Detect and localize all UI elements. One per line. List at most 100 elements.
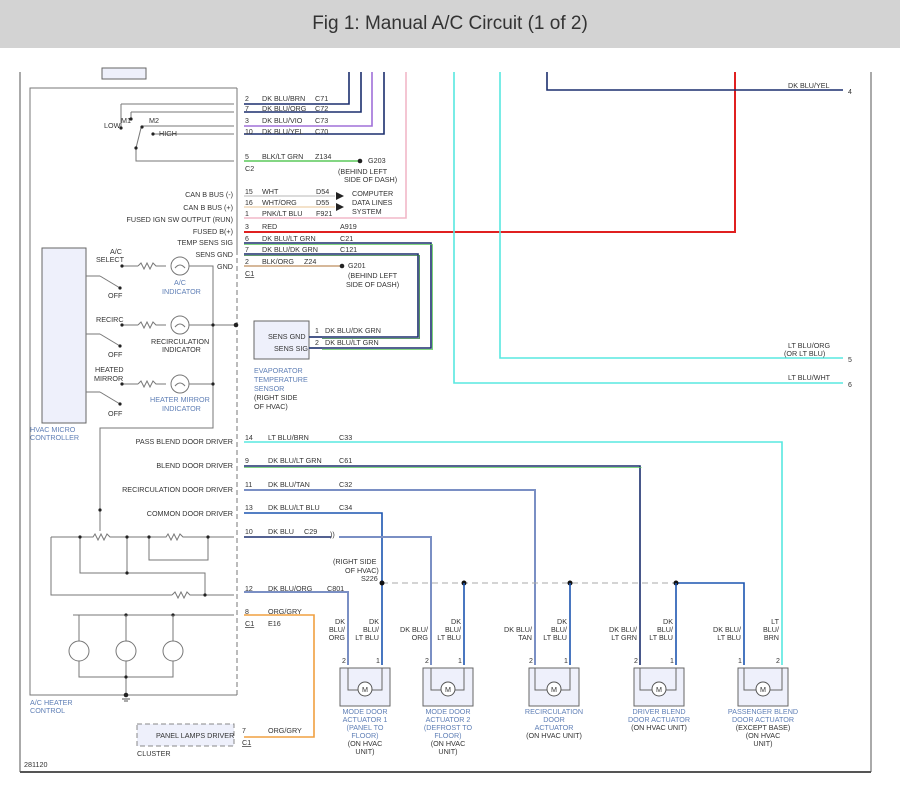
- svg-text:A919: A919: [340, 222, 357, 231]
- svg-text:13: 13: [245, 505, 253, 512]
- svg-text:DK BLU/ORG: DK BLU/ORG: [262, 104, 307, 113]
- actuator-location: UNIT): [355, 747, 374, 756]
- evap-loc-1: (RIGHT SIDE: [254, 393, 298, 402]
- c1-function-labels: CAN B BUS (-) CAN B BUS (+) FUSED IGN SW…: [127, 190, 234, 271]
- s226-loc-2: OF HVAC): [345, 566, 379, 575]
- svg-text:C34: C34: [339, 503, 352, 512]
- actuator-wire-label: ORG: [329, 633, 346, 642]
- actuator-wire-label: LT BLU: [649, 633, 673, 642]
- g201-loc-2: SIDE OF DASH): [346, 280, 399, 289]
- offpage-6-wire: LT BLU/WHT: [788, 373, 831, 382]
- actuator-name: (DEFROST TO: [424, 723, 473, 732]
- offpage-6-ref: 6: [848, 382, 852, 389]
- ac-off-label: OFF: [108, 291, 123, 300]
- panel-lamps-driver-label: PANEL LAMPS DRIVER: [156, 731, 234, 740]
- actuator-wire-label: DK: [451, 617, 461, 626]
- recirc-select-label: RECIRC: [96, 315, 124, 324]
- offpage-5-ref: 5: [848, 357, 852, 364]
- evap-name-3: SENSOR: [254, 384, 284, 393]
- svg-text:11: 11: [245, 482, 252, 489]
- d54-arrow-icon: [336, 192, 344, 200]
- ac-select-label-1: A/C: [110, 247, 122, 256]
- lamp-ground-icon: [122, 675, 130, 702]
- data-lines-label-3: SYSTEM: [352, 207, 382, 216]
- actuator-location: (ON HVAC UNIT): [526, 731, 582, 740]
- svg-text:DK BLU/LT BLU: DK BLU/LT BLU: [268, 503, 320, 512]
- svg-text:5: 5: [245, 154, 249, 161]
- top-component-stub: [101, 67, 147, 80]
- svg-text:TEMP SENS SIG: TEMP SENS SIG: [177, 238, 233, 247]
- svg-text:DK BLU/DK GRN: DK BLU/DK GRN: [325, 326, 381, 335]
- actuator-wire-label: DK BLU/: [713, 625, 741, 634]
- svg-text:10: 10: [245, 529, 253, 536]
- hvac-controller-label-1: HVAC MICRO: [30, 425, 76, 434]
- switch-contacts: [119, 117, 155, 150]
- actuator-wire-label: TAN: [518, 633, 532, 642]
- svg-text:D54: D54: [316, 187, 329, 196]
- instrument-cluster: [136, 723, 235, 747]
- c1-wires: [244, 72, 736, 349]
- svg-text:PASS BLEND DOOR DRIVER: PASS BLEND DOOR DRIVER: [136, 437, 233, 446]
- c1-pin-labels: 15 WHT D54 16 WHT/ORG D55 1 PNK/LT BLU F…: [245, 187, 357, 278]
- actuator-location: (ON HVAC: [348, 739, 383, 748]
- evap-sens-sig-label: SENS SIG: [274, 344, 308, 353]
- svg-text:15: 15: [245, 189, 253, 196]
- svg-text:C801: C801: [327, 584, 344, 593]
- resistor-network: [50, 505, 234, 616]
- actuator-pin: 2: [776, 658, 780, 665]
- svg-text:1: 1: [315, 328, 319, 335]
- actuator-wire-label: DK BLU/: [400, 625, 428, 634]
- recirc-indicator-label-1: RECIRCULATION: [151, 337, 209, 346]
- svg-text:7: 7: [245, 247, 249, 254]
- actuator-location: UNIT): [438, 747, 457, 756]
- actuator-pin: 2: [425, 658, 429, 665]
- svg-text:ORG/GRY: ORG/GRY: [268, 607, 302, 616]
- data-lines-label-2: DATA LINES: [352, 198, 393, 207]
- actuator-pin: 1: [670, 658, 674, 665]
- svg-text:DK BLU/YEL: DK BLU/YEL: [262, 127, 304, 136]
- svg-text:DK BLU/VIO: DK BLU/VIO: [262, 116, 303, 125]
- actuator-name: DRIVER BLEND: [632, 707, 685, 716]
- g203-ground-icon: [357, 158, 363, 164]
- svg-text:C33: C33: [339, 433, 352, 442]
- actuator-pin: 1: [458, 658, 462, 665]
- indicator-lamps: [170, 256, 213, 394]
- switch-m2-label: M2: [149, 116, 159, 125]
- ac-select-label-2: SELECT: [96, 255, 125, 264]
- g203-loc-2: SIDE OF DASH): [344, 175, 397, 184]
- motor-icon: [651, 681, 667, 697]
- s226-loc-1: (RIGHT SIDE: [333, 557, 377, 566]
- c2-pin-labels: 2 DK BLU/BRN C71 7 DK BLU/ORG C72 3 DK B…: [245, 94, 331, 173]
- s226-id: S226: [361, 574, 378, 583]
- door-driver-wires: [244, 441, 783, 738]
- actuator-wire-label: LT BLU: [543, 633, 567, 642]
- d55-arrow-icon: [336, 203, 344, 211]
- svg-text:3: 3: [245, 118, 249, 125]
- actuator-wire-label: DK: [557, 617, 567, 626]
- actuator-wire-label: ORG: [412, 633, 429, 642]
- motor-icon: [440, 681, 456, 697]
- svg-text:CAN B BUS (+): CAN B BUS (+): [183, 203, 233, 212]
- svg-text:DK BLU/TAN: DK BLU/TAN: [268, 480, 310, 489]
- svg-text:DK BLU/LT GRN: DK BLU/LT GRN: [262, 234, 316, 243]
- actuator-pin: 1: [564, 658, 568, 665]
- evaporator-temperature-sensor: [253, 320, 310, 360]
- g201-loc-1: (BEHIND LEFT: [348, 271, 398, 280]
- cluster-conn: C1: [242, 738, 251, 747]
- ac-heater-control-label-1: A/C HEATER: [30, 698, 73, 707]
- evap-loc-2: OF HVAC): [254, 402, 288, 411]
- heated-mirror-off-label: OFF: [108, 409, 123, 418]
- motor-label: M: [445, 685, 451, 694]
- actuator-location: (ON HVAC: [746, 731, 781, 740]
- svg-text:DK BLU/LT GRN: DK BLU/LT GRN: [325, 338, 379, 347]
- svg-text:BLEND DOOR DRIVER: BLEND DOOR DRIVER: [156, 461, 233, 470]
- svg-text:F921: F921: [316, 209, 332, 218]
- svg-text:DK BLU/BRN: DK BLU/BRN: [262, 94, 305, 103]
- g203-loc-1: (BEHIND LEFT: [338, 167, 388, 176]
- actuator-wire-label: LT BLU: [355, 633, 379, 642]
- svg-text:1: 1: [245, 211, 249, 218]
